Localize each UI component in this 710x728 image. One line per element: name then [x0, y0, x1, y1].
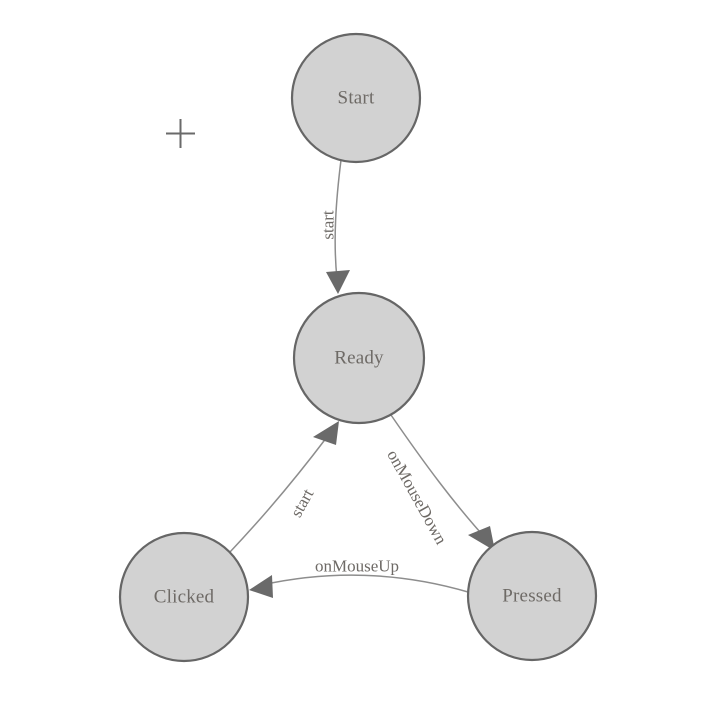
edge-label-clicked-to-ready: start	[287, 485, 318, 520]
node-start[interactable]: Start	[290, 32, 422, 164]
node-ready[interactable]: Ready	[292, 291, 426, 425]
edge-path-pressed-to-clicked[interactable]	[261, 574, 469, 593]
node-start-circle[interactable]	[290, 32, 422, 164]
edge-pressed-to-clicked[interactable]: onMouseUp	[249, 557, 469, 599]
node-ready-circle[interactable]	[292, 291, 426, 425]
node-clicked-label: Clicked	[154, 587, 215, 608]
edge-start-to-ready[interactable]: start	[319, 159, 351, 294]
edge-path-start-to-ready[interactable]	[334, 159, 342, 280]
edge-label-pressed-to-clicked: onMouseUp	[315, 557, 399, 576]
node-start-label: Start	[338, 88, 375, 109]
edge-label-ready-to-pressed: onMouseDown	[383, 447, 451, 548]
edge-clicked-to-ready[interactable]: start	[229, 421, 339, 553]
arrow-head-ready-to-pressed	[468, 526, 495, 551]
arrow-head-clicked-to-ready	[313, 421, 339, 445]
arrow-head-pressed-to-clicked	[249, 575, 273, 598]
node-pressed-circle[interactable]	[466, 530, 598, 662]
arrow-head-start-to-ready	[326, 270, 350, 294]
node-pressed[interactable]: Pressed	[466, 530, 598, 662]
edge-path-clicked-to-ready[interactable]	[229, 436, 328, 553]
edge-label-start-to-ready: start	[319, 210, 338, 240]
edge-ready-to-pressed[interactable]: onMouseDown	[383, 414, 495, 551]
node-clicked-circle[interactable]	[118, 531, 250, 663]
node-ready-label: Ready	[334, 348, 384, 369]
canvas-crosshair-icon	[166, 119, 195, 148]
node-pressed-label: Pressed	[502, 586, 562, 607]
edge-path-ready-to-pressed[interactable]	[390, 414, 490, 543]
node-clicked[interactable]: Clicked	[118, 531, 250, 663]
